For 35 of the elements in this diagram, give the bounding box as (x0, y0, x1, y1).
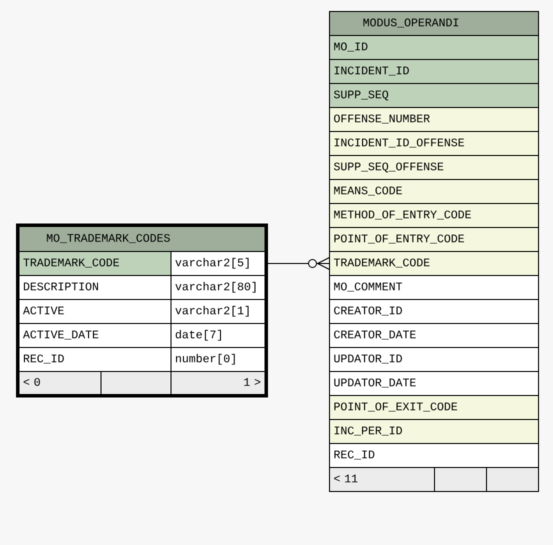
table-cell: REC_ID (18, 347, 172, 372)
table-cell: varchar2[1] (170, 299, 266, 324)
table-cell: ACTIVE (18, 299, 172, 324)
table-cell: INC_PER_ID (329, 419, 539, 444)
table-cell: POINT_OF_ENTRY_CODE (329, 227, 539, 252)
table-cell: TRADEMARK_CODE (329, 251, 539, 276)
table-cell: DESCRIPTION (18, 275, 172, 300)
table-cell: METHOD_OF_ENTRY_CODE (329, 203, 539, 228)
table-cell: date[7] (170, 323, 266, 348)
table-cell: varchar2[5] (170, 251, 266, 276)
table-cell: REC_ID (329, 443, 539, 468)
table-cell: 1 > (170, 371, 266, 395)
table-cell (100, 371, 172, 395)
table-cell: MO_ID (329, 35, 539, 60)
table-cell: varchar2[80] (170, 275, 266, 300)
table-cell (486, 467, 539, 492)
table-cell: CREATOR_DATE (329, 323, 539, 348)
table-cell: CREATOR_ID (329, 299, 539, 324)
table-cell: SUPP_SEQ (329, 83, 539, 108)
table-cell: UPDATOR_ID (329, 347, 539, 372)
table-cell: SUPP_SEQ_OFFENSE (329, 155, 539, 180)
table-cell: TRADEMARK_CODE (18, 251, 172, 276)
table-cell: ACTIVE_DATE (18, 323, 172, 348)
table-cell: POINT_OF_EXIT_CODE (329, 395, 539, 420)
table-header: MODUS_OPERANDI (329, 11, 539, 36)
table-cell: UPDATOR_DATE (329, 371, 539, 396)
table-cell: MO_COMMENT (329, 275, 539, 300)
table-cell: number[0] (170, 347, 266, 372)
table-cell: INCIDENT_ID (329, 59, 539, 84)
table-cell: MEANS_CODE (329, 179, 539, 204)
table-cell: < 0 (18, 371, 102, 395)
table-cell: OFFENSE_NUMBER (329, 107, 539, 132)
table-header: MO_TRADEMARK_CODES (18, 226, 266, 252)
table-cell (434, 467, 487, 492)
table-cell: INCIDENT_ID_OFFENSE (329, 131, 539, 156)
